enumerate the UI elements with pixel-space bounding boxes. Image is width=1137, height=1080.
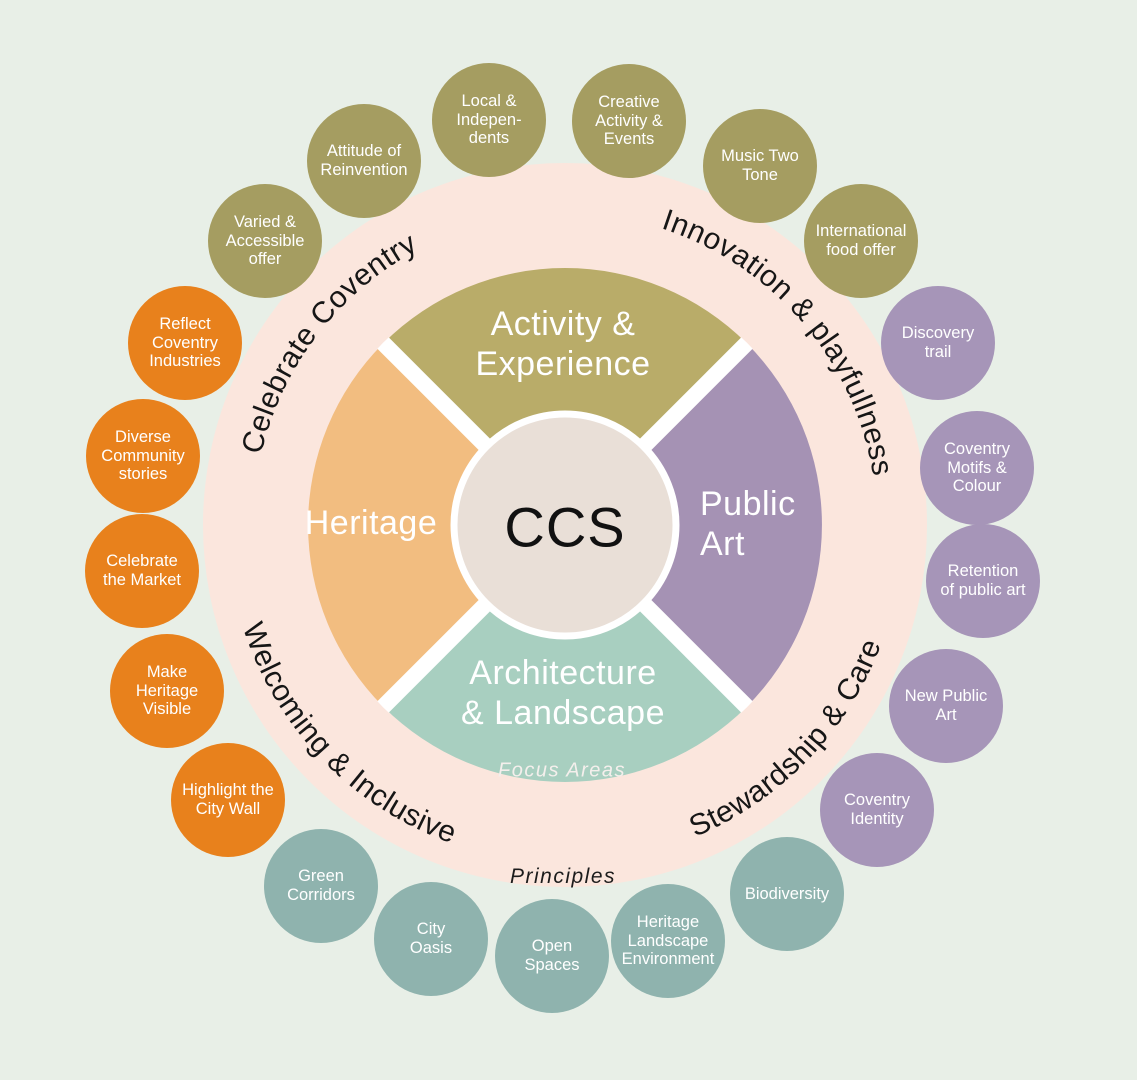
satellite-discovery-trail: Discovery trail [881,286,995,400]
satellite-highlight-the-city-wall: Highlight the City Wall [171,743,285,857]
center-circle [450,410,680,640]
wedge-activity-experience [383,268,747,525]
satellite-celebrate-the-market: Celebrate the Market [85,514,199,628]
satellite-diverse-community-stories: Diverse Community stories [86,399,200,513]
satellite-music-two-tone: Music Two Tone [703,109,817,223]
satellite-reflect-coventry-industries: Reflect Coventry Industries [128,286,242,400]
satellite-varied-accessible-offer: Varied & Accessible offer [208,184,322,298]
satellite-heritage-landscape-environment: Heritage Landscape Environment [611,884,725,998]
satellite-green-corridors: Green Corridors [264,829,378,943]
satellite-creative-activity-events: Creative Activity & Events [572,64,686,178]
satellite-city-oasis: City Oasis [374,882,488,996]
satellite-coventry-motifs-colour: Coventry Motifs & Colour [920,411,1034,525]
satellite-make-heritage-visible: Make Heritage Visible [110,634,224,748]
satellite-new-public-art: New Public Art [889,649,1003,763]
wedge-public-art [565,343,822,707]
satellite-biodiversity: Biodiversity [730,837,844,951]
satellite-open-spaces: Open Spaces [495,899,609,1013]
wedge-heritage [308,343,565,707]
satellite-coventry-identity: Coventry Identity [820,753,934,867]
satellite-attitude-of-reinvention: Attitude of Reinvention [307,104,421,218]
satellite-international-food-offer: International food offer [804,184,918,298]
satellite-retention-of-public-art: Retention of public art [926,524,1040,638]
wedge-architecture-landscape [383,525,747,782]
satellite-local-independents: Local & Indepen- dents [432,63,546,177]
